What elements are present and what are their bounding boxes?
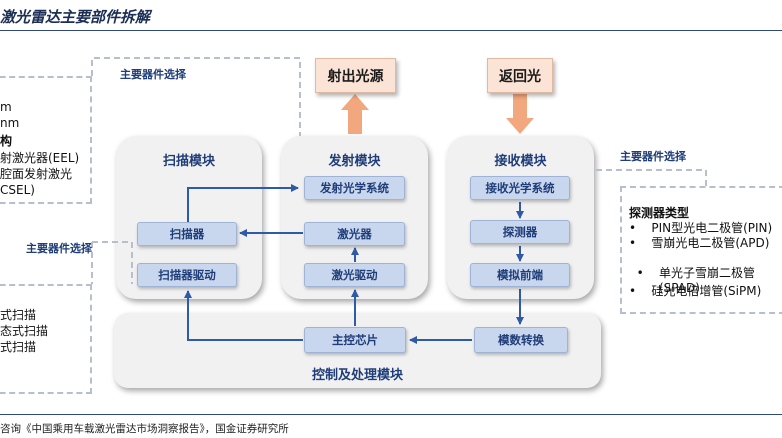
dashed-leaders xyxy=(91,57,707,284)
left-bottom-selection-box xyxy=(0,284,92,394)
left-top-line: nm xyxy=(0,116,20,130)
laser-driver-box: 激光驱动 xyxy=(304,263,405,287)
analog-frontend-box: 模拟前端 xyxy=(470,263,570,287)
left-top-line: 射激光器(EEL) xyxy=(0,151,80,165)
selection-caption-left: 主要器件选择 xyxy=(26,242,92,255)
receive-optics-box: 接收光学系统 xyxy=(470,176,570,200)
selection-caption-top: 主要器件选择 xyxy=(120,68,186,81)
scanner-box: 扫描器 xyxy=(137,222,237,246)
detector-box: 探测器 xyxy=(470,220,570,244)
title-rule xyxy=(0,30,782,31)
returned-light-box: 返回光 xyxy=(487,58,553,93)
left-top-line: 腔面发射激光 xyxy=(0,167,73,181)
detector-item: • PIN型光电二极管(PIN) xyxy=(629,221,773,235)
receive-module-title: 接收模块 xyxy=(494,154,547,169)
control-module-title: 控制及处理模块 xyxy=(311,368,403,383)
scanner-driver-box: 扫描器驱动 xyxy=(137,263,237,287)
bullet-icon: • xyxy=(636,266,659,280)
detector-item: • 雪崩光电二极管(APD) xyxy=(629,236,770,250)
laser-box: 激光器 xyxy=(304,222,405,246)
left-bottom-line: 式扫描 xyxy=(0,340,37,354)
source-note: 咨询《中国乘用车载激光雷达市场洞察报告》，国金证券研究所 xyxy=(0,423,289,435)
bullet-icon: • xyxy=(629,221,652,235)
figure-title: 激光雷达主要部件拆解 xyxy=(0,8,151,26)
right-selection-box xyxy=(620,186,782,314)
bullet-icon: • xyxy=(629,236,652,250)
left-bottom-line: 式扫描 xyxy=(0,308,37,322)
emitted-light-arrow xyxy=(341,94,369,134)
detector-item: • 单光子雪崩二极管 (SPAD) xyxy=(636,266,755,295)
main-chip-box: 主控芯片 xyxy=(304,327,406,353)
chip-to-scanner-driver-arrow xyxy=(184,290,303,341)
selection-caption-right: 主要器件选择 xyxy=(620,150,686,163)
adc-box: 模数转换 xyxy=(474,327,568,353)
source-rule xyxy=(0,414,782,415)
detector-heading: 探测器类型 xyxy=(629,206,690,220)
scan-module-title: 扫描模块 xyxy=(162,154,215,169)
left-top-line: 构 xyxy=(0,134,13,148)
emit-module-title: 发射模块 xyxy=(328,154,381,169)
left-top-line: CSEL) xyxy=(0,183,35,197)
returned-light-arrow xyxy=(506,94,534,134)
emitted-light-box: 射出光源 xyxy=(315,58,396,93)
emit-optics-box: 发射光学系统 xyxy=(304,176,405,200)
left-top-selection-box xyxy=(0,76,92,204)
detector-item: • 硅光电倍增管(SiPM) xyxy=(629,284,762,298)
left-top-line: m xyxy=(0,100,12,114)
left-bottom-line: 态式扫描 xyxy=(0,324,49,338)
bullet-icon: • xyxy=(629,284,652,298)
scanner-to-optics-arrow xyxy=(187,184,299,223)
